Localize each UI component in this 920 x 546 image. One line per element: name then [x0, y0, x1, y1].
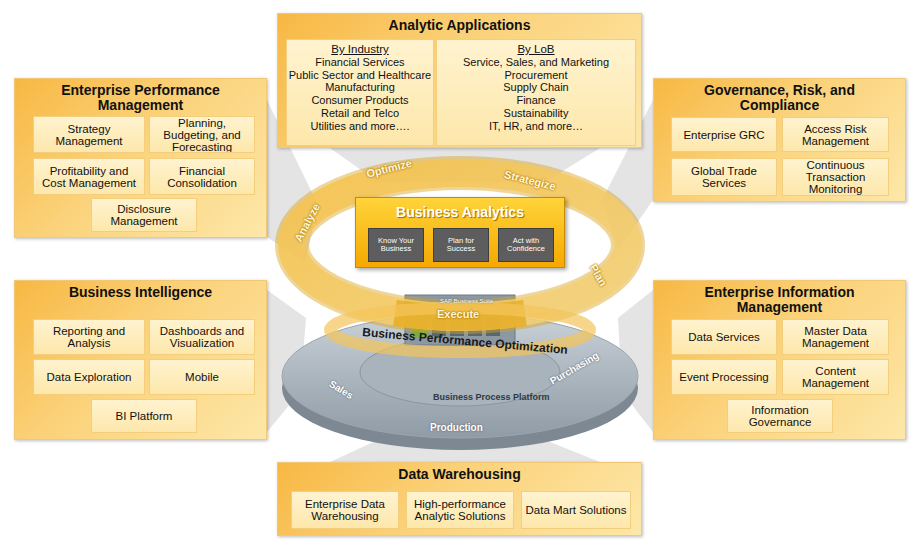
box-label: Continuous Transaction Monitoring — [783, 159, 888, 195]
box-label: Planning, Budgeting, and Forecasting — [150, 117, 254, 153]
panel-title: Enterprise Information Management — [654, 281, 905, 315]
list-item: Finance — [516, 94, 555, 107]
solution-box: Data Services — [671, 319, 777, 355]
box-label: Enterprise GRC — [680, 129, 767, 141]
category-panel: Enterprise Performance ManagementStrateg… — [14, 78, 267, 238]
analytics-title: Business Analytics — [356, 198, 564, 220]
illustration-label: Optimize — [365, 157, 413, 180]
category-panel: Analytic Applications By IndustryFinancia… — [277, 13, 642, 148]
list-item: Retail and Telco — [321, 107, 399, 120]
box-label: Master Data Management — [783, 325, 888, 349]
illustration-label: Sales — [327, 378, 355, 401]
industry-column: By IndustryFinancial ServicesPublic Sect… — [286, 39, 434, 146]
list-item: Procurement — [505, 69, 568, 82]
step-box: Know Your Business — [368, 228, 424, 262]
box-label: Data Mart Solutions — [523, 504, 630, 516]
solution-box: Reporting and Analysis — [33, 319, 145, 355]
list-item: Public Sector and Healthcare — [289, 69, 431, 82]
box-label: Enterprise Data Warehousing — [292, 498, 398, 522]
box-label: Access Risk Management — [783, 123, 888, 147]
solution-box: Mobile — [149, 359, 255, 395]
illustration-label: SAP Business Suite — [440, 298, 493, 304]
box-label: Event Processing — [676, 371, 772, 383]
lob-column: By LoBService, Sales, and MarketingProcu… — [436, 39, 636, 146]
list-item: IT, HR, and more… — [489, 120, 583, 133]
solution-box: Master Data Management — [782, 319, 889, 355]
box-label: BI Platform — [113, 410, 176, 422]
panel-title: Data Warehousing — [278, 463, 641, 482]
panel-title: Governance, Risk, and Compliance — [654, 79, 905, 113]
solution-box: Continuous Transaction Monitoring — [782, 158, 889, 196]
illustration-label: Business Process Platform — [433, 392, 550, 402]
solution-box: Access Risk Management — [782, 117, 889, 152]
list-item: Utilities and more…. — [310, 120, 409, 133]
solution-box: Data Mart Solutions — [521, 491, 631, 529]
list-item: Manufacturing — [325, 81, 395, 94]
illustration-label: Business Performance Optimization — [362, 325, 568, 357]
cycle-ring — [292, 173, 628, 352]
box-label: Data Exploration — [43, 371, 134, 383]
solution-box: High-performance Analytic Solutions — [406, 491, 514, 529]
list-item: Consumer Products — [311, 94, 408, 107]
solution-box: Content Management — [782, 359, 889, 395]
box-label: Plan for Success — [434, 237, 488, 254]
box-label: Global Trade Services — [672, 165, 776, 189]
solution-box: BI Platform — [91, 399, 197, 433]
box-label: Act with Confidence — [499, 237, 553, 254]
solution-box: Strategy Management — [33, 116, 145, 153]
wedges — [267, 100, 653, 462]
box-label: Information Governance — [728, 404, 832, 428]
illustration-label: Production — [430, 422, 483, 433]
step-box: Act with Confidence — [498, 228, 554, 262]
solution-box: Global Trade Services — [671, 158, 777, 196]
solution-box: Financial Consolidation — [149, 158, 255, 195]
solution-box: Enterprise Data Warehousing — [291, 491, 399, 529]
solution-box: Planning, Budgeting, and Forecasting — [149, 116, 255, 153]
step-box: Plan for Success — [433, 228, 489, 262]
panel-title: Enterprise Performance Management — [15, 79, 266, 113]
solution-box: Data Exploration — [33, 359, 145, 395]
box-label: High-performance Analytic Solutions — [407, 498, 513, 522]
box-label: Profitability and Cost Management — [34, 165, 144, 189]
box-label: Data Services — [685, 331, 763, 343]
solution-box: Event Processing — [671, 359, 777, 395]
list-item: Sustainability — [504, 107, 569, 120]
illustration-label: Execute — [437, 308, 479, 320]
list-item: Supply Chain — [503, 81, 568, 94]
column-heading: By Industry — [331, 43, 389, 56]
category-panel: Enterprise Information ManagementData Se… — [653, 280, 906, 440]
list-item: Service, Sales, and Marketing — [463, 56, 609, 69]
solution-box: Disclosure Management — [91, 198, 197, 232]
illustration-label: Plan — [588, 262, 610, 288]
illustration-label: Analyze — [292, 201, 322, 243]
illustration-label: Strategize — [503, 168, 557, 192]
category-panel: Data WarehousingEnterprise Data Warehous… — [277, 462, 642, 536]
process-platform-disk — [282, 295, 638, 450]
category-panel: Governance, Risk, and ComplianceEnterpri… — [653, 78, 906, 202]
analytics-box: Business AnalyticsKnow Your Business Plan… — [355, 197, 565, 268]
panel-title: Business Intelligence — [15, 281, 266, 300]
box-label: Know Your Business — [369, 237, 423, 254]
box-label: Strategy Management — [34, 123, 144, 147]
solution-box: Profitability and Cost Management — [33, 158, 145, 195]
solution-box: Information Governance — [727, 399, 833, 433]
box-label: Disclosure Management — [92, 203, 196, 227]
column-heading: By LoB — [517, 43, 554, 56]
box-label: Mobile — [182, 371, 222, 383]
box-label: Dashboards and Visualization — [150, 325, 254, 349]
solution-box: Enterprise GRC — [671, 117, 777, 152]
list-item: Financial Services — [315, 56, 404, 69]
box-label: Content Management — [783, 365, 888, 389]
panel-title: Analytic Applications — [278, 14, 641, 33]
category-panel: Business IntelligenceReporting and Analy… — [14, 280, 267, 440]
solution-box: Dashboards and Visualization — [149, 319, 255, 355]
box-label: Financial Consolidation — [150, 165, 254, 189]
box-label: Reporting and Analysis — [34, 325, 144, 349]
